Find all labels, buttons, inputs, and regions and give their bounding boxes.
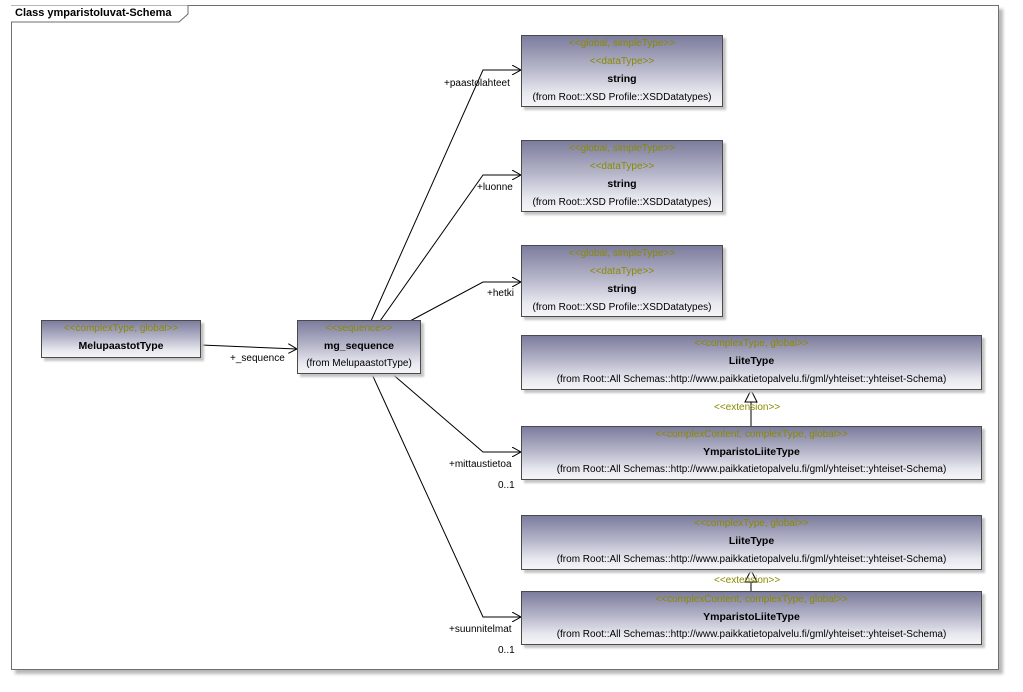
class-name: mg_sequence	[323, 340, 395, 352]
class-origin: (from Root::XSD Profile::XSDDatatypes)	[532, 92, 712, 103]
class-mg-sequence[interactable]: <<sequence>> mg_sequence (from Melupaast…	[297, 320, 421, 374]
class-stereotype-2: <<dataType>>	[589, 56, 655, 67]
association-mittaustietoa	[389, 371, 521, 452]
class-name: string	[607, 283, 637, 295]
class-stereotype: <<complexType, global>>	[63, 323, 179, 334]
multiplicity-mittaustietoa: 0..1	[498, 480, 515, 491]
class-ymparistoliitetype-1[interactable]: <<complexContent, complexType, global>> …	[521, 426, 982, 480]
class-name: YmparistoLiiteType	[703, 446, 800, 458]
extension-stereotype-1: <<extension>>	[714, 402, 781, 413]
association-suunnitelmat	[370, 371, 521, 617]
role-label-hetki: +hetki	[487, 288, 514, 299]
class-name: string	[607, 73, 637, 85]
role-label-sequence: +_sequence	[230, 353, 285, 364]
class-liitetype-2[interactable]: <<complexType, global>> LiiteType (from …	[521, 515, 982, 570]
class-string-3[interactable]: <<global, simpleType>> <<dataType>> stri…	[521, 245, 723, 317]
class-stereotype: <<sequence>>	[325, 323, 393, 334]
role-label-paastolahteet: +paastolahteet	[444, 78, 510, 89]
class-origin: (from Root::All Schemas::http://www.paik…	[556, 629, 947, 640]
class-stereotype: <<global, simpleType>>	[568, 248, 676, 259]
class-stereotype-2: <<dataType>>	[589, 266, 655, 277]
association-hetki	[409, 282, 521, 322]
generalization-1-arrowhead	[744, 388, 758, 403]
role-label-suunnitelmat: +suunnitelmat	[449, 624, 512, 635]
class-ymparistoliitetype-2[interactable]: <<complexContent, complexType, global>> …	[521, 591, 982, 645]
class-stereotype: <<complexType, global>>	[694, 338, 809, 349]
role-label-luonne: +luonne	[477, 182, 513, 193]
class-stereotype: <<complexContent, complexType, global>>	[655, 594, 848, 605]
class-string-2[interactable]: <<global, simpleType>> <<dataType>> stri…	[521, 140, 723, 212]
class-origin: (from Root::XSD Profile::XSDDatatypes)	[532, 302, 712, 313]
class-liitetype-1[interactable]: <<complexType, global>> LiiteType (from …	[521, 335, 982, 390]
class-origin: (from MelupaastotType)	[306, 358, 412, 369]
association-sequence	[200, 345, 297, 349]
extension-stereotype-2: <<extension>>	[714, 575, 781, 586]
class-stereotype: <<global, simpleType>>	[568, 143, 676, 154]
class-string-1[interactable]: <<global, simpleType>> <<dataType>> stri…	[521, 35, 723, 107]
class-melupaastottype[interactable]: <<complexType, global>> MelupaastotType	[41, 320, 201, 358]
class-name: LiiteType	[728, 535, 775, 547]
role-label-mittaustietoa: +mittaustietoa	[449, 459, 512, 470]
class-name: YmparistoLiiteType	[703, 611, 800, 623]
generalization-2-arrowhead	[744, 568, 758, 583]
class-name: string	[607, 178, 637, 190]
class-stereotype: <<complexType, global>>	[694, 518, 809, 529]
class-name: LiiteType	[728, 355, 775, 367]
class-stereotype: <<global, simpleType>>	[568, 38, 676, 49]
class-origin: (from Root::XSD Profile::XSDDatatypes)	[532, 197, 712, 208]
class-origin: (from Root::All Schemas::http://www.paik…	[556, 374, 947, 385]
association-luonne	[379, 175, 521, 322]
class-stereotype: <<complexContent, complexType, global>>	[655, 429, 848, 440]
multiplicity-suunnitelmat: 0..1	[498, 645, 515, 656]
frame-title-tab	[11, 5, 189, 23]
class-origin: (from Root::All Schemas::http://www.paik…	[556, 464, 947, 475]
association-paastolahteet	[370, 70, 521, 322]
class-origin: (from Root::All Schemas::http://www.paik…	[556, 554, 947, 565]
frame-title: Class ymparistoluvat-Schema	[15, 7, 172, 19]
class-name: MelupaastotType	[78, 340, 164, 352]
class-stereotype-2: <<dataType>>	[589, 161, 655, 172]
